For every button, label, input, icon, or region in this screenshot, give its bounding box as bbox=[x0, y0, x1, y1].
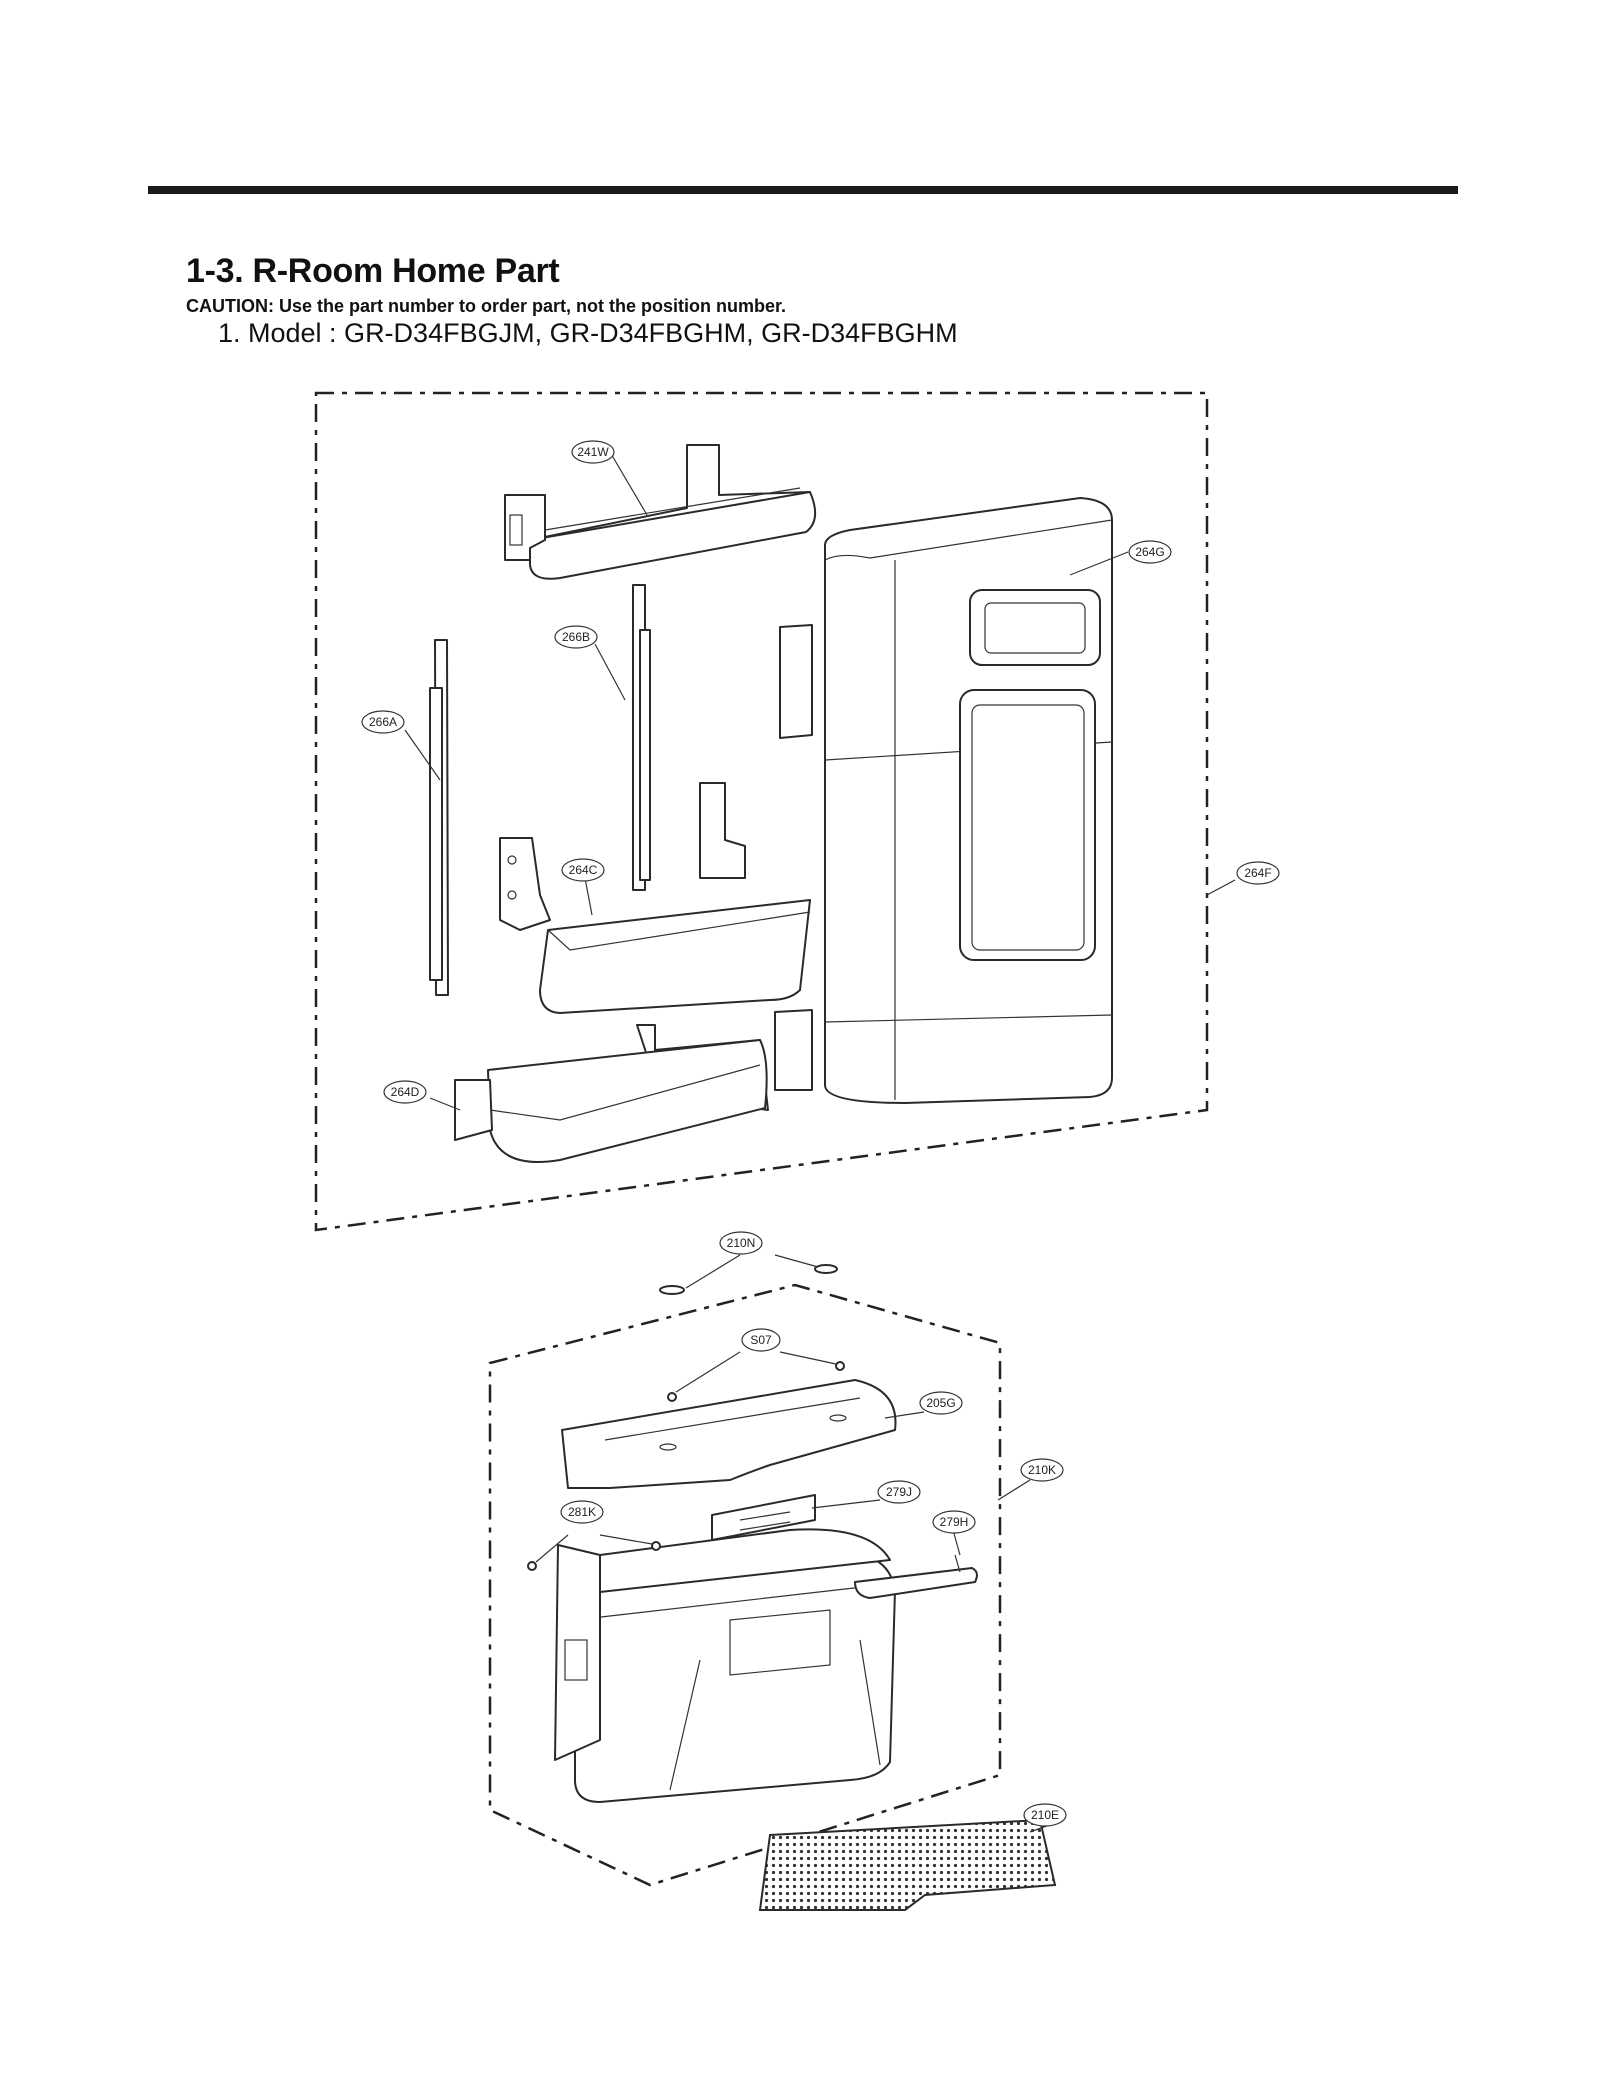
screws-S07 bbox=[667, 1351, 845, 1402]
svg-text:S07: S07 bbox=[750, 1333, 772, 1347]
svg-text:281K: 281K bbox=[568, 1505, 596, 1519]
svg-text:205G: 205G bbox=[926, 1396, 955, 1410]
callout-279H: 279H bbox=[932, 1510, 976, 1534]
door-rail-266B bbox=[632, 584, 651, 891]
callout-264D: 264D bbox=[383, 1080, 427, 1104]
callout-279J: 279J bbox=[877, 1480, 921, 1504]
bottom-door-basket-264D bbox=[454, 1024, 769, 1163]
door-rail-266A bbox=[429, 639, 449, 996]
callout-241W: 241W bbox=[571, 440, 615, 464]
cover-plate-205G bbox=[561, 1379, 897, 1489]
callout-281K: 281K bbox=[560, 1500, 604, 1524]
home-bar-bin-210K bbox=[554, 1528, 896, 1803]
caution-note: CAUTION: Use the part number to order pa… bbox=[186, 296, 787, 316]
upper-assembly-boundary bbox=[314, 391, 1209, 1232]
page-title: 1-3. R-Room Home Part bbox=[186, 252, 560, 290]
mesh-tray-210E bbox=[758, 1818, 1057, 1911]
svg-text:266B: 266B bbox=[562, 630, 590, 644]
home-bar-cover-264F bbox=[774, 497, 1113, 1104]
callout-264C: 264C bbox=[561, 858, 605, 882]
svg-text:210E: 210E bbox=[1031, 1808, 1059, 1822]
svg-text:264F: 264F bbox=[1244, 866, 1271, 880]
callout-266A: 266A bbox=[361, 710, 405, 734]
svg-text:241W: 241W bbox=[577, 445, 609, 459]
svg-text:210K: 210K bbox=[1028, 1463, 1056, 1477]
svg-text:266A: 266A bbox=[369, 715, 397, 729]
callout-210K: 210K bbox=[1020, 1458, 1064, 1482]
callout-210E: 210E bbox=[1023, 1803, 1067, 1827]
model-line: 1. Model : GR-D34FBGJM, GR-D34FBGHM, GR-… bbox=[218, 318, 958, 348]
lower-assembly-boundary bbox=[488, 1283, 1002, 1887]
svg-text:264C: 264C bbox=[569, 863, 598, 877]
callout-S07: S07 bbox=[741, 1328, 781, 1352]
header-rule bbox=[148, 186, 1458, 194]
frame-279J bbox=[711, 1494, 816, 1541]
callout-205G: 205G bbox=[919, 1391, 963, 1415]
fasteners-281K bbox=[527, 1534, 661, 1571]
svg-text:264D: 264D bbox=[391, 1085, 420, 1099]
callout-210N: 210N bbox=[719, 1231, 763, 1255]
handle-279H bbox=[854, 1554, 978, 1599]
svg-text:264G: 264G bbox=[1135, 545, 1164, 559]
middle-door-basket-264C bbox=[499, 782, 811, 1014]
callout-266B: 266B bbox=[554, 625, 598, 649]
svg-text:279H: 279H bbox=[940, 1515, 969, 1529]
top-door-basket-241W bbox=[504, 444, 817, 580]
rubber-pads-210N bbox=[659, 1254, 838, 1295]
svg-text:279J: 279J bbox=[886, 1485, 912, 1499]
svg-text:210N: 210N bbox=[727, 1236, 756, 1250]
callout-264F: 264F bbox=[1236, 861, 1280, 885]
callout-264G: 264G bbox=[1128, 540, 1172, 564]
